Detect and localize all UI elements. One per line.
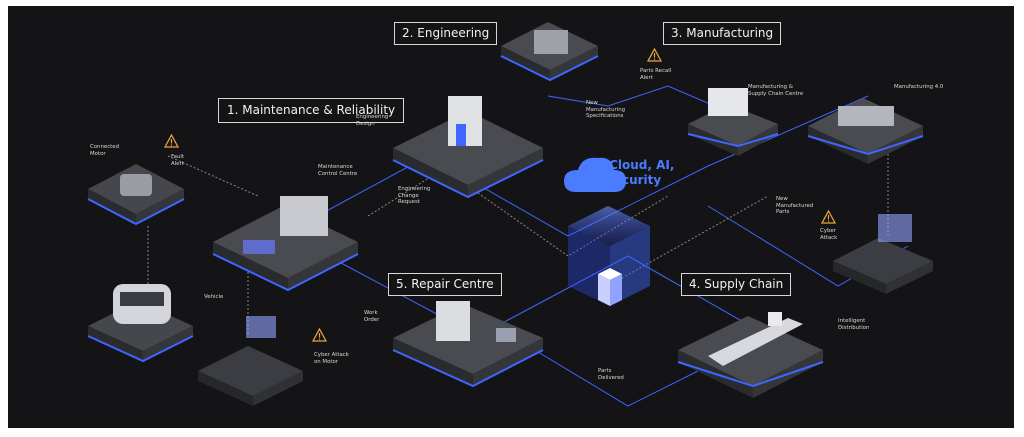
platform-manufacturing-centre	[687, 88, 779, 156]
label-parts-delivered: Parts Delivered	[598, 368, 624, 381]
diagram-graphics	[87, 22, 933, 407]
section-maintenance: 1. Maintenance & Reliability	[218, 98, 405, 123]
platform-repair-centre	[392, 301, 544, 388]
warning-icon	[821, 210, 836, 224]
platform-cyber-attack	[833, 214, 933, 294]
label-intelligent-distribution: Intelligent Distribution	[838, 318, 870, 331]
platform-engineering	[392, 96, 544, 199]
section-repair-centre: 5. Repair Centre	[388, 273, 502, 296]
data-cube	[568, 206, 650, 306]
label-fault-alert: Fault Alert	[171, 154, 184, 167]
platform-cyber-motor	[198, 316, 303, 406]
label-cyber-attack: Cyber Attack	[820, 228, 838, 241]
platform-maintenance	[212, 196, 359, 292]
section-engineering: 2. Engineering	[394, 22, 498, 45]
label-connected-motor: Connected Motor	[90, 144, 120, 157]
cloud-icon	[564, 157, 626, 192]
section-supply-chain: 4. Supply Chain	[681, 273, 792, 296]
label-new-manufacturing-specs: New Manufacturing Specifications	[586, 100, 626, 119]
platform-vehicle	[87, 284, 194, 363]
label-new-manufactured-parts: New Manufactured Parts	[776, 196, 814, 215]
label-manufacturing-40: Manufacturing 4.0	[894, 84, 944, 90]
label-engineering-design: Engineering Design	[356, 114, 389, 127]
label-work-order: Work Order	[364, 310, 380, 323]
section-manufacturing: 3. Manufacturing	[663, 22, 782, 45]
platform-supply-chain	[677, 312, 824, 398]
label-engineering-change: Engineering Change Request	[398, 186, 431, 205]
label-maintenance-control: Maintenance Control Centre	[318, 164, 358, 177]
diagram-canvas: 1. Maintenance & Reliability 2. Engineer…	[8, 6, 1014, 428]
warning-icon	[647, 48, 662, 62]
warning-icon	[312, 328, 327, 342]
platform-connected-motor	[87, 164, 185, 226]
label-vehicle: Vehicle	[204, 294, 224, 300]
platform-manufacturing-40	[807, 98, 924, 164]
label-cyber-attack-motor: Cyber Attack on Motor	[314, 352, 349, 365]
platform-engine	[500, 22, 599, 82]
label-manufacturing-supply-centre: Manufacturing & Supply Chain Centre	[748, 84, 804, 97]
warning-icon	[164, 134, 179, 148]
label-parts-recall: Parts Recall Alert	[640, 68, 672, 81]
section-cloud-ai-security: 6. Cloud, AI, Security	[592, 158, 675, 187]
